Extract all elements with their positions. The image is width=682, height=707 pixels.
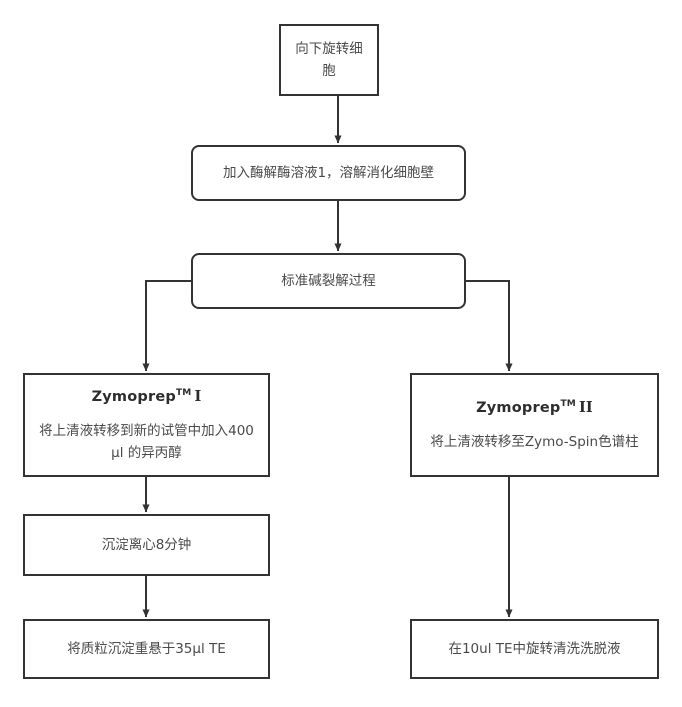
node-zymoprep-2-label: 将上清液转移至Zymo-Spin色谱柱 <box>430 434 639 451</box>
node-enzyme-lysis-label: 加入酶解酶溶液1，溶解消化细胞壁 <box>222 164 435 181</box>
node-alkaline-lysis-label: 标准碱裂解过程 <box>281 272 376 289</box>
node-spin-down-cells[interactable]: 向下旋转细胞 <box>279 24 379 96</box>
node-enzyme-lysis[interactable]: 加入酶解酶溶液1，溶解消化细胞壁 <box>191 145 466 201</box>
node-precipitate-centrifuge-label: 沉淀离心8分钟 <box>101 536 192 553</box>
node-zymoprep-1-label: 将上清液转移到新的试管中加入400 μl 的异丙醇 <box>39 422 254 462</box>
node-elute-wash-label: 在10ul TE中旋转清洗洗脱液 <box>448 640 621 657</box>
trademark-icon: TM <box>175 387 192 398</box>
node-zymoprep-2-title-roman: II <box>578 398 593 416</box>
node-elute-wash[interactable]: 在10ul TE中旋转清洗洗脱液 <box>410 619 659 679</box>
node-alkaline-lysis[interactable]: 标准碱裂解过程 <box>191 253 466 309</box>
node-zymoprep-1-title-main: Zymoprep <box>91 388 176 405</box>
edge-alkaline-to-zymoprep1 <box>142 280 191 372</box>
trademark-icon: TM <box>560 398 576 409</box>
node-zymoprep-1-title-roman: I <box>194 387 202 405</box>
node-resuspend-pellet-label: 将质粒沉淀重悬于35μl TE <box>67 640 226 657</box>
node-spin-down-label: 向下旋转细胞 <box>295 40 363 79</box>
node-resuspend-pellet[interactable]: 将质粒沉淀重悬于35μl TE <box>23 619 270 679</box>
node-precipitate-centrifuge[interactable]: 沉淀离心8分钟 <box>23 514 270 576</box>
node-zymoprep-2-title-main: Zymoprep <box>476 399 561 416</box>
edge-alkaline-to-zymoprep2 <box>466 280 513 372</box>
